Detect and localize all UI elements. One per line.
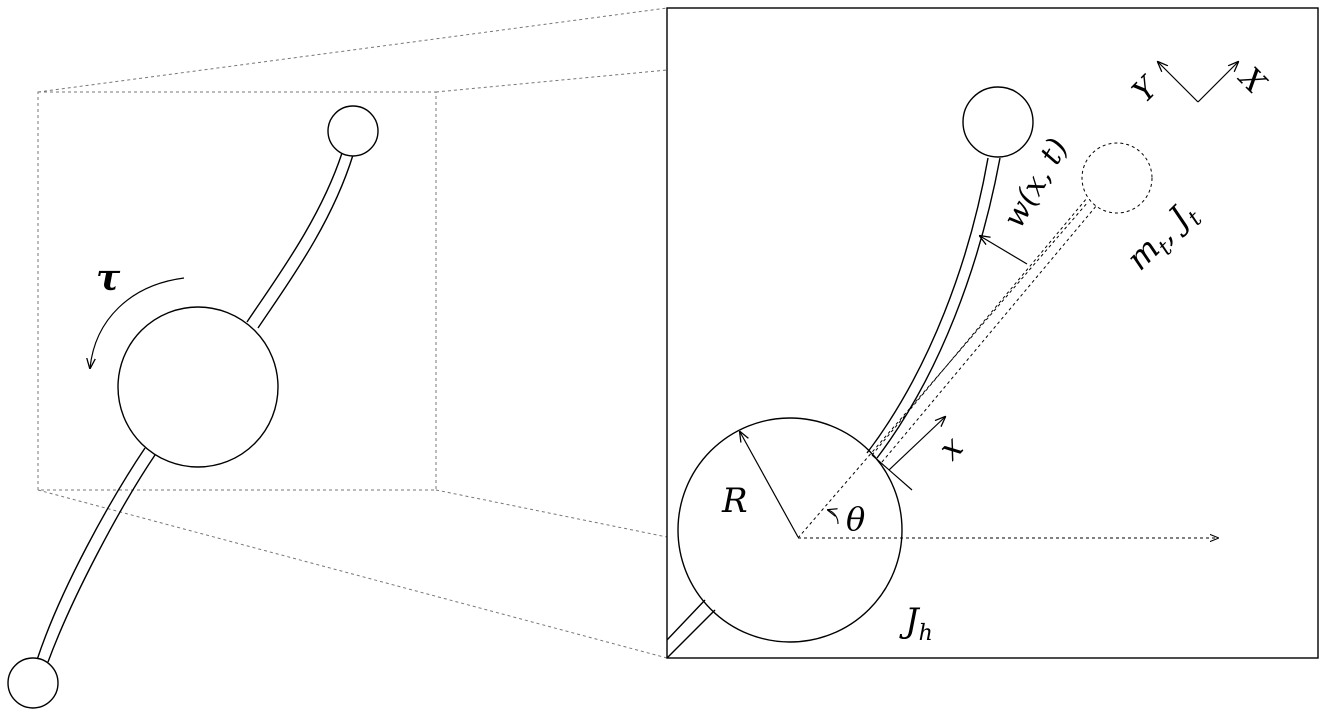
undeflected-tip-mass [1081, 142, 1153, 214]
rotating-frame-axes [1158, 62, 1238, 103]
hub-inertia-label: Jh [899, 601, 933, 646]
zoom-region-box [37, 91, 437, 491]
lower-tip-mass [7, 657, 59, 709]
beam-coordinate-arrow [888, 417, 945, 471]
radius-arrow [740, 432, 799, 538]
hub [117, 306, 279, 468]
upper-tip-mass [327, 105, 379, 157]
torque-label: τ [96, 257, 121, 299]
zoomed-hub [677, 417, 903, 643]
deflection-arrow [980, 236, 1028, 265]
angle-arc [828, 510, 839, 525]
upper-flexible-link [246, 152, 354, 329]
radius-label: R [721, 481, 748, 521]
deflected-tip-mass [962, 86, 1034, 158]
hub-inertia-subscript: h [919, 621, 933, 646]
deflected-link [866, 157, 1001, 459]
lower-link-stub [666, 599, 716, 659]
zoom-projection-lines [37, 7, 668, 659]
angle-label: θ [846, 500, 865, 538]
beam-coordinate-tick [871, 454, 913, 491]
torque-arrow [90, 277, 185, 368]
lower-flexible-link [36, 447, 156, 663]
undeflected-reference-link [797, 197, 1098, 539]
